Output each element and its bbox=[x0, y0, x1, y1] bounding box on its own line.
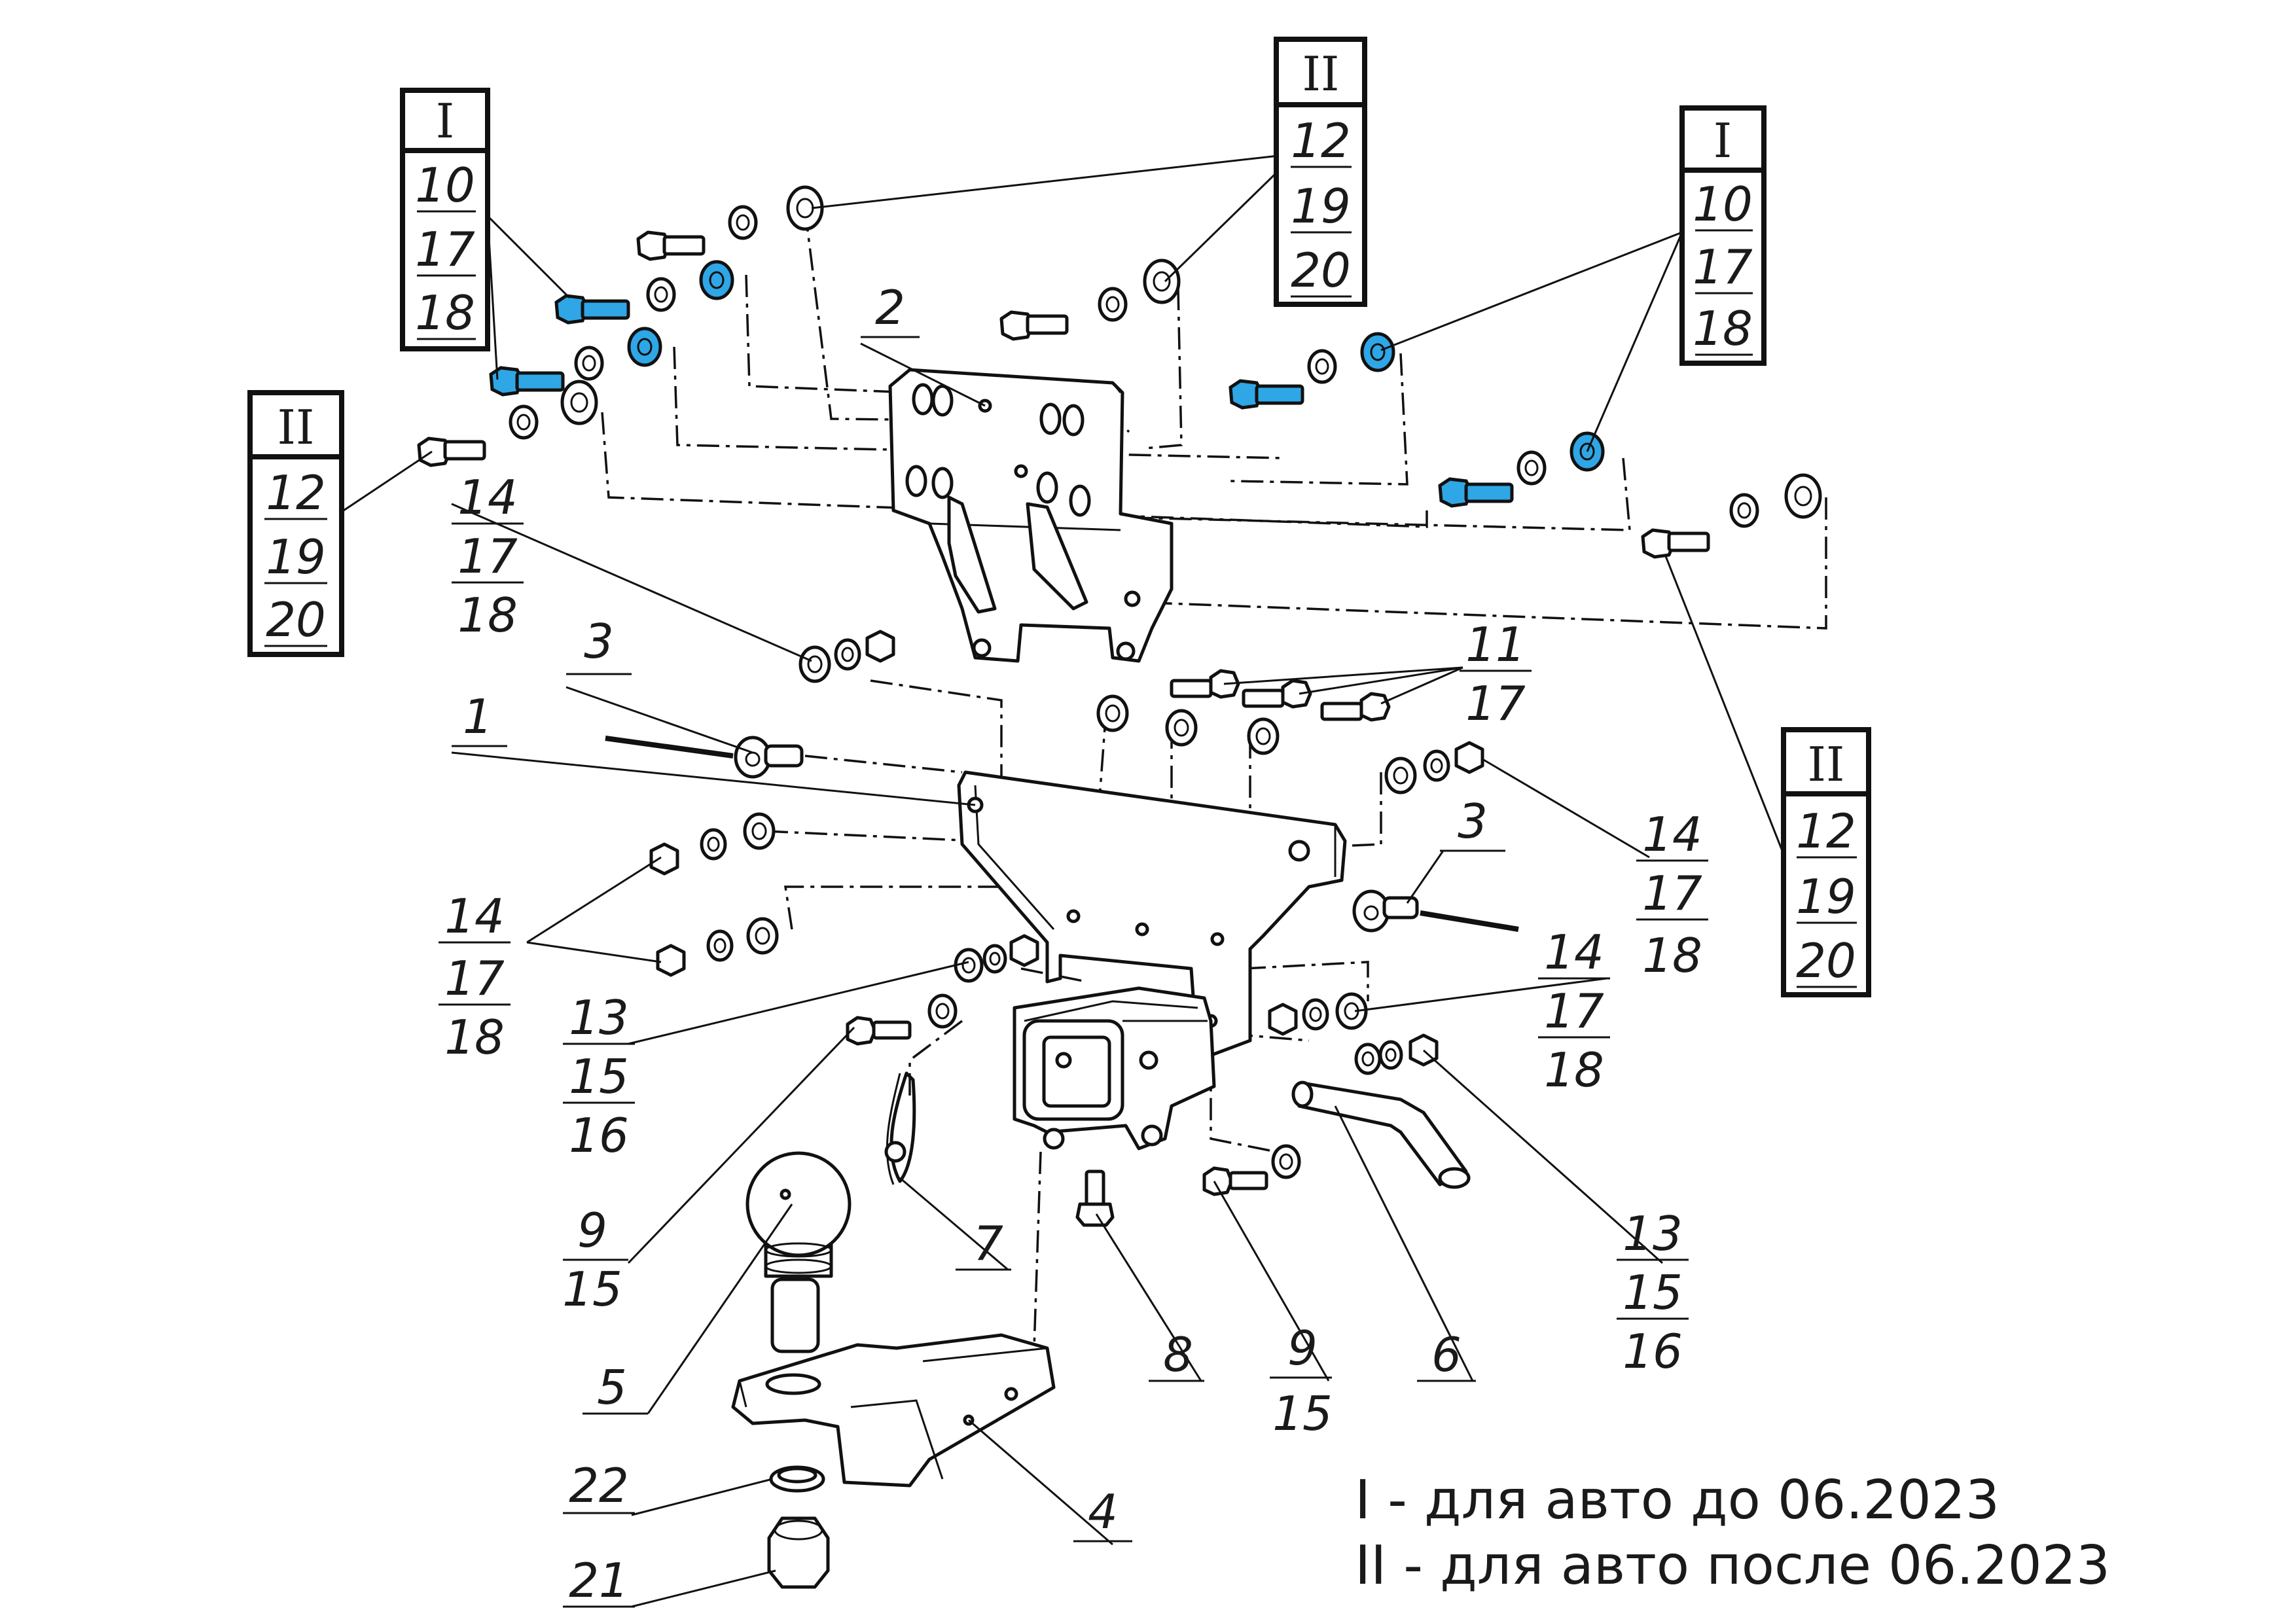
callout-label: 7 bbox=[973, 1216, 1003, 1271]
variant-box-item: 20 bbox=[266, 592, 326, 647]
variant-box-item: 20 bbox=[1796, 933, 1856, 988]
blue-bolt bbox=[1229, 379, 1304, 410]
variant-box: I 10 17 18 bbox=[400, 88, 490, 351]
callout-label: 15 bbox=[562, 1262, 622, 1317]
variant-box: II 12 19 20 bbox=[1781, 727, 1871, 997]
callout-label: 18 bbox=[444, 1010, 505, 1065]
blue-bolt bbox=[1438, 477, 1514, 508]
variant-box: II 12 19 20 bbox=[1274, 37, 1367, 307]
callout-label: 11 bbox=[1465, 617, 1526, 672]
callout-label: 14 bbox=[444, 889, 505, 944]
callout-label: 15 bbox=[1272, 1386, 1333, 1441]
callout-label: 17 bbox=[1642, 866, 1702, 921]
bolt bbox=[1242, 679, 1312, 709]
callout-label: 17 bbox=[457, 529, 518, 584]
variant-box-header: II bbox=[1302, 46, 1340, 101]
blue-bolt bbox=[489, 366, 565, 397]
bolt bbox=[1320, 692, 1391, 722]
receiver-tube bbox=[1013, 986, 1216, 1150]
bolt bbox=[1202, 1166, 1268, 1196]
variant-box-item: 12 bbox=[1291, 113, 1351, 168]
variant-box-header: II bbox=[1808, 737, 1845, 792]
callout-label: 16 bbox=[1623, 1324, 1683, 1379]
fastener-set-top bbox=[417, 185, 1822, 559]
variant-box-item: 18 bbox=[1693, 301, 1753, 356]
variant-box-item: 12 bbox=[266, 465, 326, 520]
variant-box-item: 10 bbox=[1693, 177, 1753, 232]
callout-label: 1 bbox=[463, 689, 493, 744]
variant-box-item: 17 bbox=[1693, 240, 1753, 294]
callout-label: 17 bbox=[1465, 676, 1526, 731]
callout-label: 2 bbox=[875, 280, 905, 335]
variant-box-header: I bbox=[436, 94, 454, 149]
bolt bbox=[1075, 1169, 1115, 1227]
callout-label: 9 bbox=[577, 1203, 607, 1258]
lower-nut-and-washer bbox=[767, 1465, 830, 1589]
callout-label: 3 bbox=[584, 614, 614, 669]
callout-label: 3 bbox=[1458, 794, 1488, 849]
callout-label: 22 bbox=[569, 1458, 629, 1513]
variant-box-item: 17 bbox=[415, 222, 475, 277]
variant-box-item: 18 bbox=[415, 285, 475, 340]
callout-label: 21 bbox=[569, 1553, 629, 1608]
callout-label: 17 bbox=[444, 951, 505, 1006]
variant-box-item: 10 bbox=[415, 158, 475, 213]
legend-variant-II: II - для авто после 06.2023 bbox=[1355, 1535, 2110, 1597]
spring-clip bbox=[884, 1071, 916, 1185]
hitch-pin bbox=[1291, 1080, 1471, 1189]
bolt bbox=[999, 310, 1069, 341]
callout-label: 8 bbox=[1163, 1327, 1193, 1382]
callout-label: 14 bbox=[1642, 807, 1702, 862]
callout-label: 15 bbox=[1623, 1265, 1683, 1320]
callout-label: 18 bbox=[1642, 928, 1702, 983]
leader-lines bbox=[343, 152, 1785, 1608]
callout-label: 18 bbox=[1544, 1043, 1604, 1097]
callout-label: 14 bbox=[457, 470, 518, 525]
bolt bbox=[636, 230, 706, 261]
variant-box-header: I bbox=[1713, 113, 1732, 168]
bolt bbox=[417, 437, 486, 467]
cable-fitting bbox=[734, 736, 804, 779]
callout-label: 15 bbox=[569, 1049, 629, 1104]
callout-label: 14 bbox=[1544, 925, 1604, 980]
variant-box-item: 12 bbox=[1796, 804, 1856, 859]
callout-label: 9 bbox=[1287, 1321, 1318, 1376]
callout-label: 4 bbox=[1088, 1484, 1118, 1539]
bolt bbox=[846, 1016, 912, 1046]
ball-mount bbox=[731, 1151, 1056, 1488]
variant-box: II 12 19 20 bbox=[247, 390, 344, 657]
callout-label: 18 bbox=[457, 588, 518, 643]
callout-label: 17 bbox=[1544, 984, 1604, 1039]
variant-box-item: 19 bbox=[1291, 179, 1351, 234]
legend-variant-I: I - для авто до 06.2023 bbox=[1355, 1469, 2000, 1531]
fastener-set-lower bbox=[846, 993, 1471, 1227]
legend: I - для авто до 06.2023 II - для авто по… bbox=[1355, 1469, 2110, 1597]
upper-bracket-plate bbox=[888, 368, 1174, 663]
bolt bbox=[1641, 528, 1710, 559]
callout-label: 13 bbox=[569, 990, 629, 1045]
variant-box: I 10 17 18 bbox=[1679, 105, 1767, 366]
variant-box-item: 19 bbox=[266, 529, 326, 584]
callout-labels: 14 17 18 3 1 2 11 17 14 17 18 3 14 17 18 bbox=[439, 280, 1708, 1608]
variant-box-item: 19 bbox=[1796, 869, 1856, 924]
callout-label: 16 bbox=[569, 1108, 629, 1163]
blue-bolt bbox=[554, 294, 630, 325]
callout-label: 5 bbox=[597, 1360, 627, 1415]
callout-label: 13 bbox=[1623, 1206, 1683, 1261]
cable-fitting bbox=[1352, 889, 1419, 933]
variant-box-item: 20 bbox=[1291, 243, 1351, 298]
variant-box-header: II bbox=[278, 400, 315, 455]
callout-label: 6 bbox=[1431, 1327, 1462, 1382]
fastener-set-middle bbox=[605, 630, 1519, 1075]
